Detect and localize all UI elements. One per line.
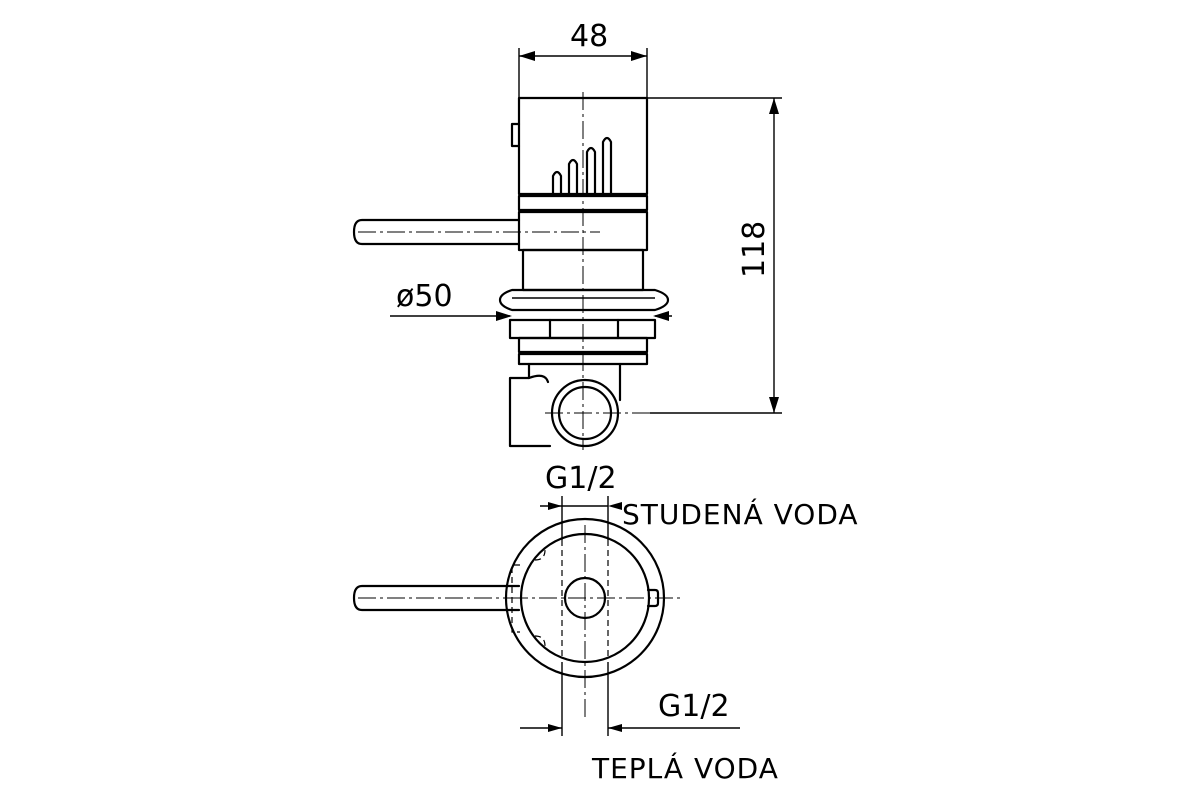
hidden-outline [511,564,520,633]
width-label: 48 [570,19,608,54]
thread-bottom-label: G1/2 [658,689,730,724]
height-label: 118 [737,221,772,278]
cold-water-label: STUDENÁ VODA [622,497,859,531]
side-lever [352,218,521,246]
hot-water-label: TEPLÁ VODA [591,751,779,785]
handle-clip [510,122,521,148]
diameter-label: ø50 [396,279,453,314]
upper-ring [517,194,649,212]
temperature-indicator-icon [551,136,613,196]
thread-body [517,336,649,354]
side-view: ø50 48 118 [352,19,782,450]
top-lever [352,584,521,612]
lower-ring [517,352,649,366]
valve-body [508,362,552,448]
top-view: G1/2 STUDENÁ VODA G1/2 TEPLÁ VODA [352,461,859,785]
thread-top-label: G1/2 [545,461,617,496]
rosette-flange [498,288,670,312]
top-clip [646,588,660,608]
